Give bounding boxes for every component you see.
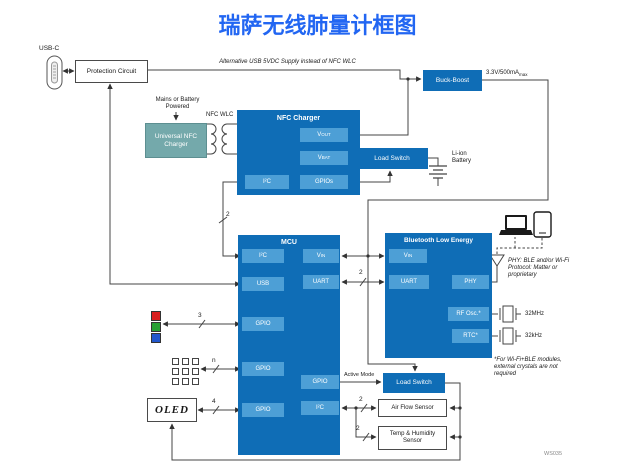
- crystal-32khz-icon: [489, 327, 521, 345]
- green-led: [151, 322, 161, 332]
- mcu-box: MCU: [238, 235, 340, 455]
- battery-icon: [428, 157, 447, 186]
- li-ion-battery-label: Li-ion Battery: [452, 151, 472, 164]
- ble-phy-block: PHY: [452, 275, 489, 289]
- mcu-i2c-block: I²C: [242, 249, 284, 263]
- mcu-gpio-active-block: GPIO: [301, 375, 339, 389]
- watermark: WS035: [544, 451, 563, 457]
- oled-display-box: OLED: [147, 398, 197, 422]
- laptop-icon: [499, 215, 533, 235]
- wire-33v-rail: [367, 79, 549, 372]
- bus-uart: 2: [359, 269, 363, 276]
- nfc-wlc-label: NFC WLC: [206, 112, 234, 118]
- nfc-coil-icon: [207, 123, 237, 155]
- temp-humidity-sensor-box: Temp & Humidity Sensor: [378, 426, 447, 450]
- xtal-32khz-label: 32kHz: [525, 333, 543, 339]
- blue-led: [151, 333, 161, 343]
- mcu-gpio-oled-block: GPIO: [242, 403, 284, 417]
- mains-label: Mains or Battery Powered: [155, 97, 200, 110]
- bus-led: 3: [198, 312, 202, 319]
- air-flow-sensor-box: Air Flow Sensor: [378, 399, 447, 417]
- bus-oled: 4: [212, 398, 216, 405]
- load-switch1-box: Load Switch: [356, 148, 428, 169]
- crystal-32mhz-icon: [489, 305, 521, 323]
- wire-protection-mcu-usb: [107, 83, 241, 287]
- red-led: [151, 311, 161, 321]
- universal-nfc-charger-box: Universal NFC Charger: [145, 123, 207, 158]
- wire-protection-buckboost: [148, 69, 422, 82]
- buck-boost-box: Buck-Boost: [423, 70, 482, 91]
- active-mode-label: Active Mode: [344, 372, 375, 378]
- ble-rtc-block: RTC*: [452, 329, 489, 343]
- mcu-uart-block: UART: [303, 275, 339, 289]
- antenna-icon: [489, 254, 505, 267]
- rf-link-dashed: [496, 237, 543, 254]
- nfc-gpios-block: GPIOs: [300, 175, 348, 189]
- wire-nfc-vout-riser: [348, 79, 409, 136]
- wire-power-sensors-oled: [169, 382, 461, 461]
- phy-protocol-note: PHY: BLE and/or Wi-Fi Protocol: Matter o…: [508, 258, 570, 278]
- usbc-label: USB-C: [39, 45, 60, 52]
- mcu-usb-block: USB: [242, 277, 284, 291]
- load-switch2-box: Load Switch: [383, 373, 445, 393]
- wire-gpios-loadswitch: [348, 170, 393, 183]
- bus-keypad: n: [212, 357, 216, 364]
- mcu-gpio-keypad-block: GPIO: [242, 362, 284, 376]
- bus-sensor2: 2: [356, 425, 360, 432]
- xtal-32mhz-label: 32MHz: [525, 311, 545, 317]
- bus-sensor1: 2: [359, 396, 363, 403]
- usbc-connector-icon: [46, 55, 63, 90]
- protection-circuit-box: Protection Circuit: [75, 60, 148, 83]
- ble-uart-block: UART: [389, 275, 429, 289]
- page-title: 瑞萨无线肺量计框图: [218, 13, 417, 38]
- mcu-title: MCU: [281, 239, 297, 246]
- mcu-gpio-led-block: GPIO: [242, 317, 284, 331]
- alt-supply-note: Alternative USB 5VDC Supply instead of N…: [219, 59, 356, 65]
- phone-icon: [533, 211, 552, 238]
- nfc-i2c-block: I²C: [245, 175, 289, 189]
- nfc-charger-title: NFC Charger: [276, 115, 321, 122]
- ble-rf-osc-block: RF Osc.*: [448, 307, 489, 321]
- ble-title: Bluetooth Low Energy: [404, 237, 473, 244]
- bus-i2c-top: 2: [226, 211, 230, 218]
- crystal-footnote: *For Wi-Fi+BLE modules, external crystal…: [494, 357, 562, 377]
- mcu-i2c-sensor-block: I²C: [301, 401, 339, 415]
- wire-i2c-temphum: [355, 408, 377, 440]
- rail-voltage-label: 3.3V/500mAmax: [486, 70, 528, 78]
